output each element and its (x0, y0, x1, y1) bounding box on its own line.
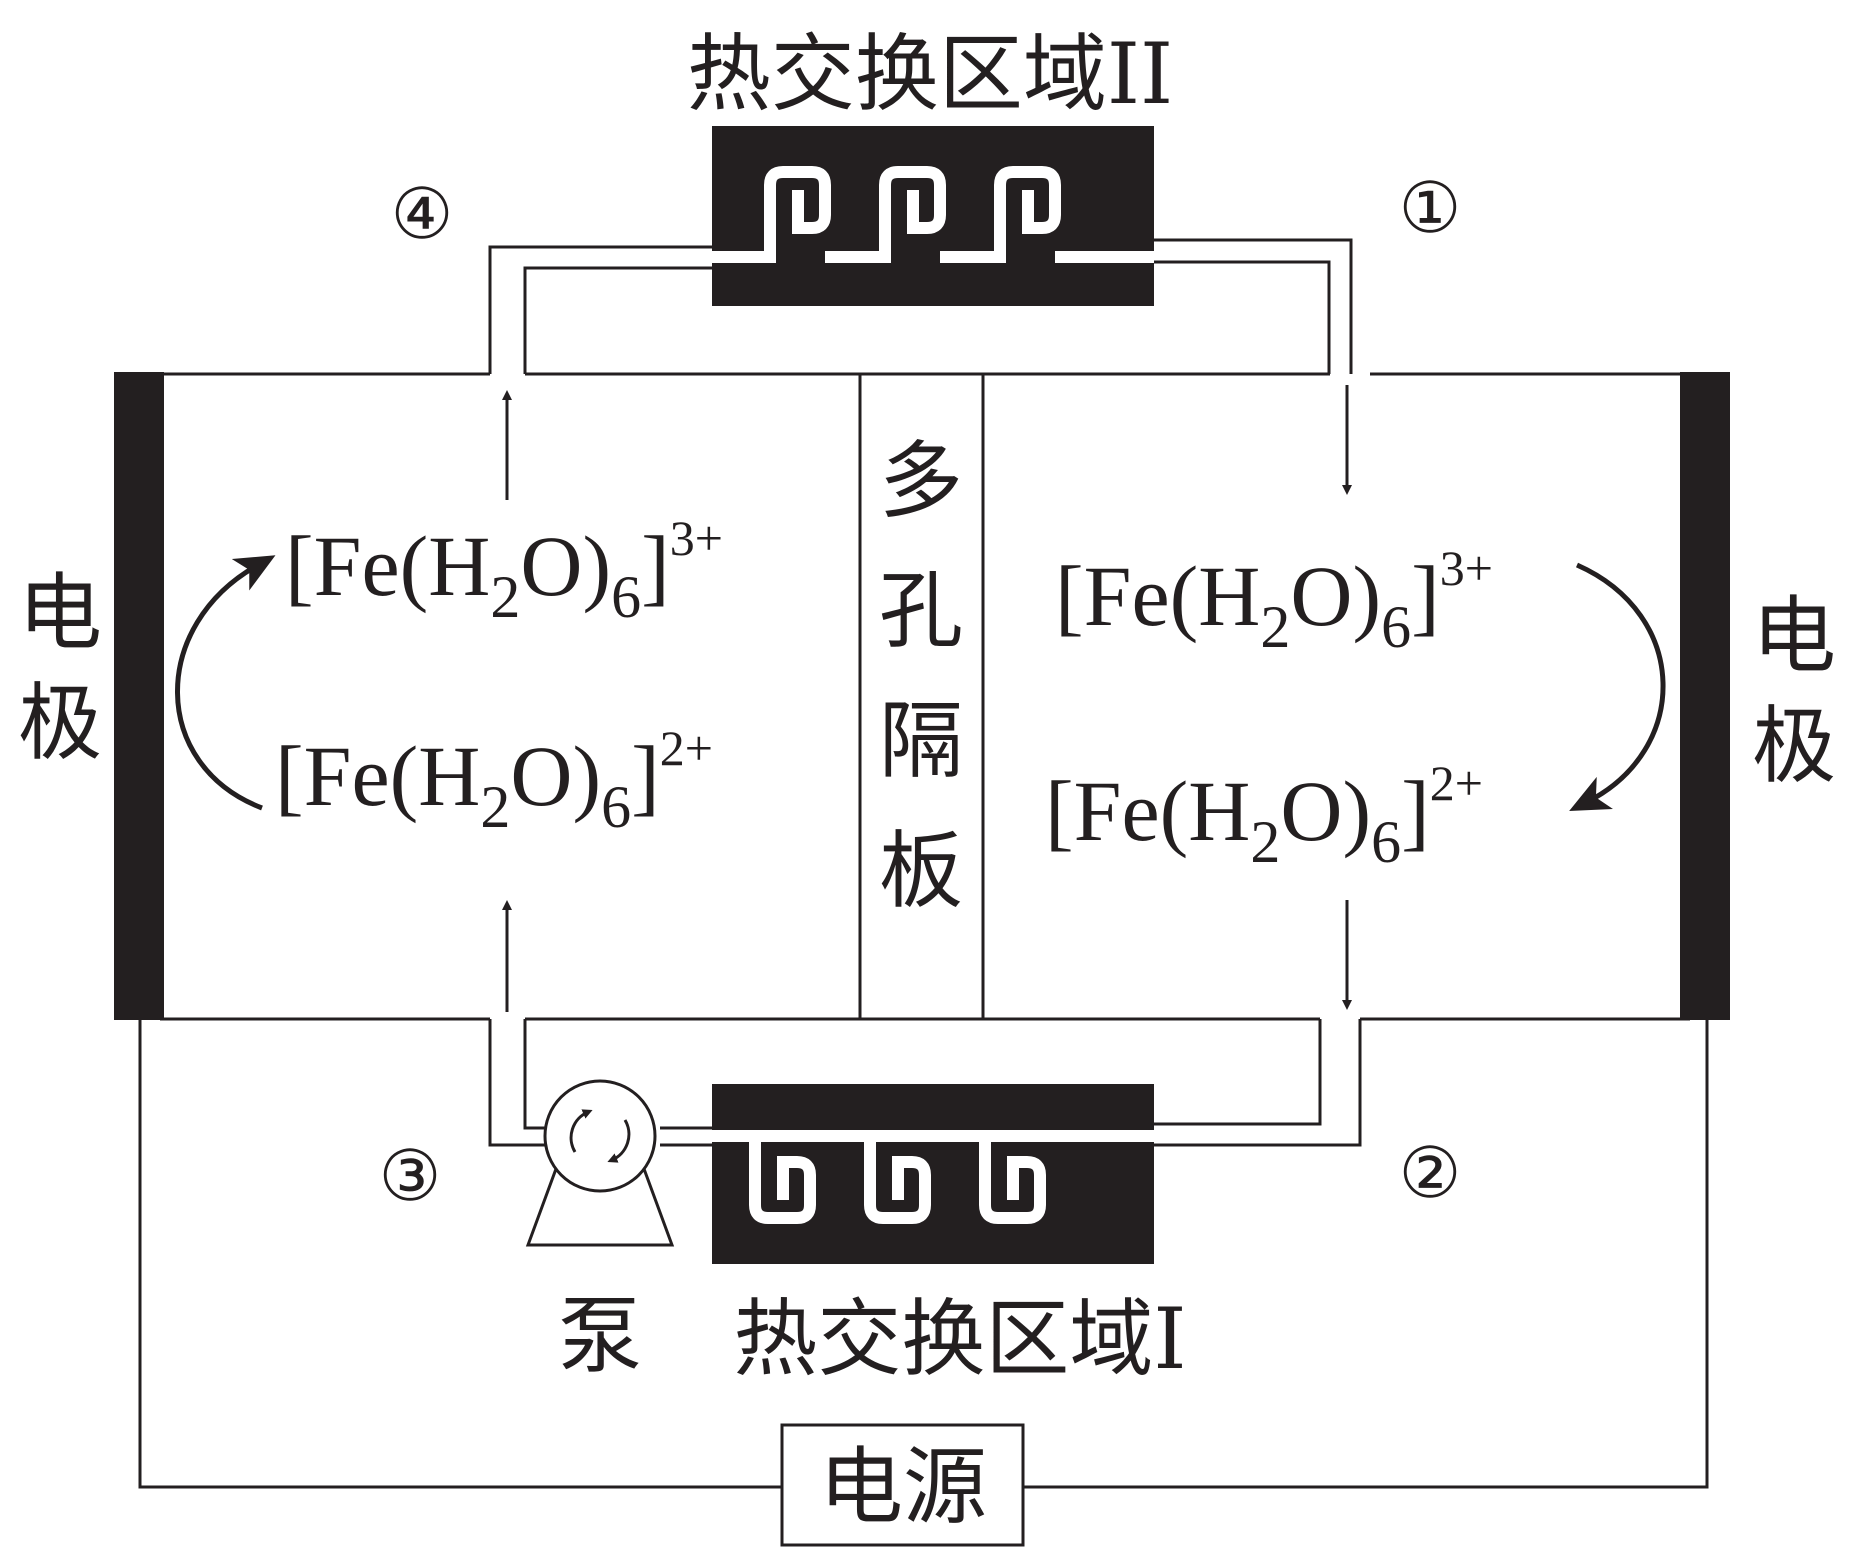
svg-text:电: 电 (1752, 587, 1836, 685)
cell-body (160, 372, 1690, 1021)
svg-text:极: 极 (18, 674, 102, 772)
point-3-label: ③ (379, 1135, 442, 1217)
svg-text:隔: 隔 (879, 692, 963, 790)
pump-rotor-housing (543, 1079, 657, 1193)
point-4-label: ④ (391, 173, 454, 255)
right-electrode-label: 电 极 (1752, 587, 1836, 795)
svg-text:电: 电 (18, 564, 102, 662)
svg-text:孔: 孔 (879, 562, 963, 660)
left-electrode-plate (114, 372, 164, 1020)
heat-exchange-I-label: 热交换区域I (733, 1290, 1186, 1388)
power-source-box (780, 1423, 1025, 1547)
right-fe2-formula: [Fe(H2O)6]2+ (1045, 755, 1483, 875)
pump (525, 1079, 675, 1247)
right-curved-arrow (1569, 562, 1666, 812)
power-source-label: 电源 (819, 1438, 987, 1536)
flow-arrows (502, 385, 1352, 1012)
heat-exchange-II-block (712, 126, 1154, 306)
svg-text:多: 多 (879, 432, 963, 530)
top-serpentine (712, 166, 1154, 263)
left-electrode-label: 电 极 (18, 564, 102, 772)
pump-label: 泵 (558, 1287, 642, 1385)
point-1-label: ① (1399, 167, 1462, 249)
point-2-label: ② (1399, 1132, 1462, 1214)
svg-text:极: 极 (1752, 697, 1836, 795)
top-pipe (488, 238, 1353, 374)
bottom-pipe (488, 1019, 1362, 1147)
bottom-serpentine (712, 1130, 1154, 1224)
pump-rotation-arrow-left (569, 1109, 593, 1153)
porous-separator (858, 374, 985, 1019)
separator-label: 多 孔 隔 板 (879, 432, 963, 920)
right-electrode-plate (1680, 372, 1730, 1020)
pump-rotation-arrow-right (607, 1119, 631, 1163)
left-curved-arrow (175, 555, 276, 811)
circuit-wire (138, 1019, 1709, 1489)
svg-text:板: 板 (879, 822, 963, 920)
left-fe2-formula: [Fe(H2O)6]2+ (275, 720, 713, 840)
heat-exchange-II-label: 热交换区域II (687, 25, 1173, 123)
left-fe3-formula: [Fe(H2O)6]3+ (285, 510, 723, 630)
right-fe3-formula: [Fe(H2O)6]3+ (1055, 540, 1493, 660)
